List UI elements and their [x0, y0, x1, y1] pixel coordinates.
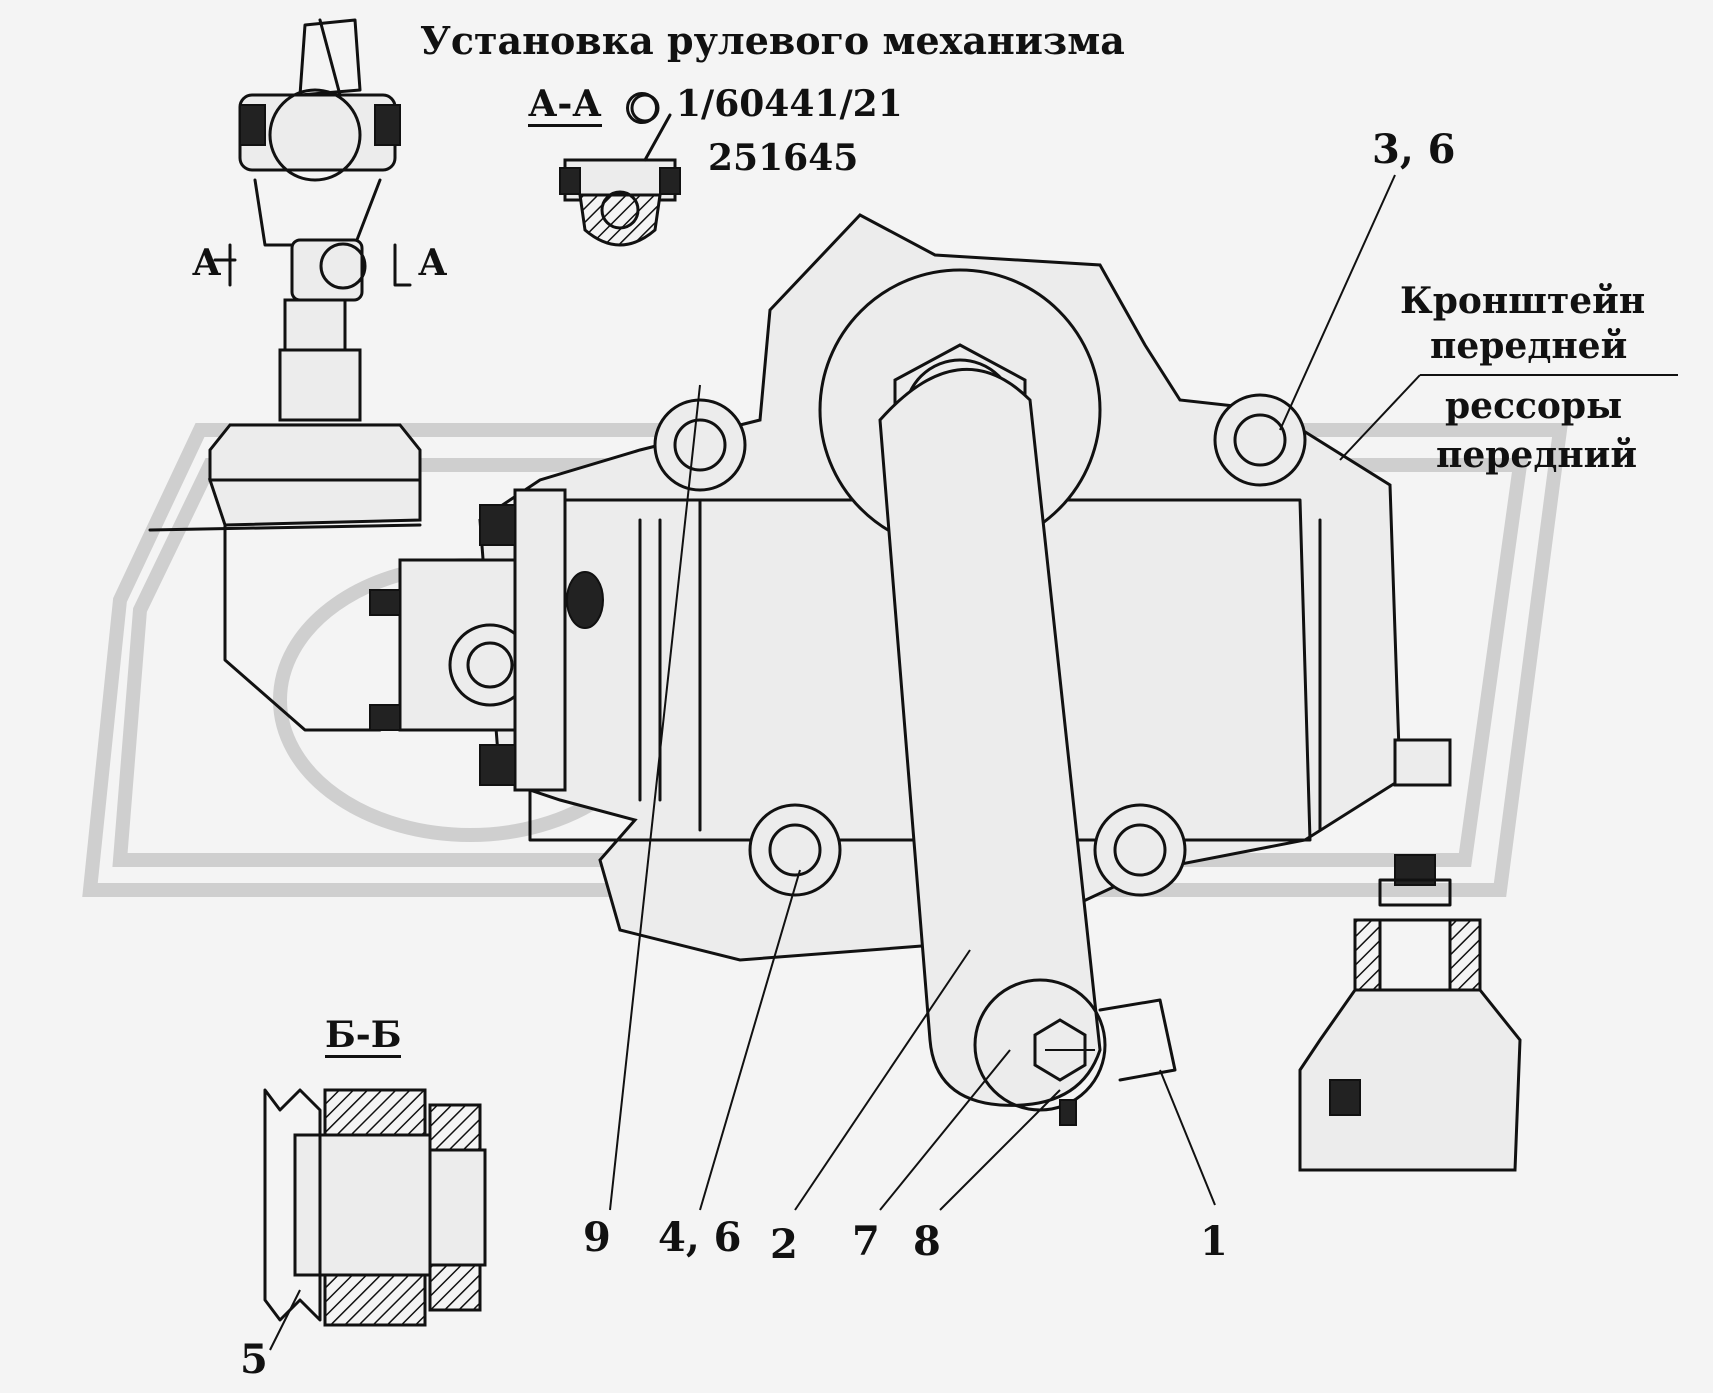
- ball-joint-detail: [1298, 854, 1522, 1172]
- callout-1: 1: [1200, 1218, 1228, 1265]
- section-aa-label: А-А: [528, 83, 602, 127]
- cut-line-a-right: А: [418, 242, 448, 284]
- section-bb-label: Б-Б: [325, 1014, 402, 1058]
- callout-7: 7: [852, 1218, 880, 1265]
- callout-8: 8: [913, 1218, 941, 1265]
- leader-lines: [269, 174, 1678, 1351]
- callout-9: 9: [583, 1214, 611, 1261]
- section-bb-detail: [263, 1088, 487, 1327]
- torque-circle-icon: [626, 92, 658, 124]
- pitman-arm: [878, 368, 1177, 1126]
- callout-4-6: 4, 6: [658, 1214, 742, 1261]
- bracket-label-line-2: передней: [1430, 325, 1628, 367]
- universal-joint: [148, 18, 422, 732]
- bracket-label-line-4: передний: [1436, 434, 1638, 476]
- section-aa-detail: [559, 93, 681, 247]
- drawing-title: Установка рулевого механизма: [420, 18, 1125, 63]
- section-aa-code-1: 1/60441/21: [676, 83, 903, 125]
- bracket-label-line-3: рессоры: [1445, 385, 1623, 427]
- cut-line-a-left: А: [192, 242, 222, 284]
- section-aa-code-2: 251645: [708, 137, 859, 179]
- callout-2: 2: [770, 1221, 798, 1268]
- callout-3-6: 3, 6: [1372, 126, 1456, 173]
- bracket-label-line-1: Кронштейн: [1400, 280, 1646, 322]
- callout-5: 5: [240, 1336, 268, 1383]
